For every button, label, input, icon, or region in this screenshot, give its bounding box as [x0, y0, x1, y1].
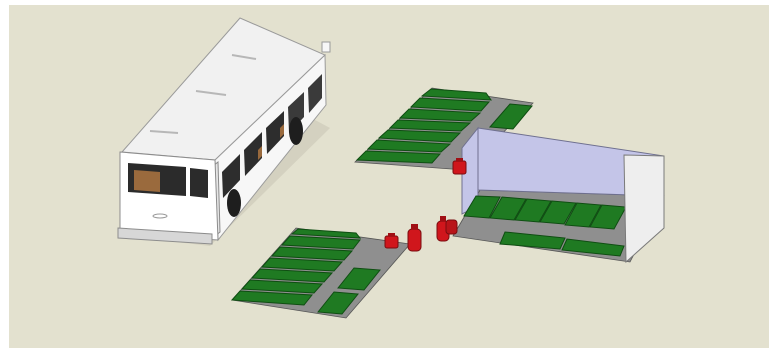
shed-end-wall	[623, 154, 665, 264]
panel	[564, 202, 602, 228]
front-side-window	[190, 168, 208, 198]
side-window	[308, 74, 322, 113]
panel	[270, 246, 354, 261]
panel	[337, 267, 381, 291]
rear-wheel	[289, 117, 303, 145]
panel	[561, 238, 625, 257]
gas-cylinder	[407, 224, 422, 252]
panel	[409, 97, 491, 112]
panel	[489, 196, 527, 221]
panel	[230, 290, 313, 306]
front-wheel	[227, 189, 241, 217]
panel	[377, 129, 462, 143]
shed-panels	[463, 195, 627, 257]
roof-vent	[149, 130, 179, 134]
panel	[317, 291, 359, 315]
seat	[258, 146, 262, 160]
gas-cylinders	[384, 158, 467, 252]
roof-vent	[231, 54, 257, 60]
panel	[290, 228, 362, 239]
panel	[280, 235, 361, 250]
container-shed	[452, 126, 665, 264]
panel	[388, 119, 472, 132]
panel	[488, 103, 533, 130]
side-window	[222, 154, 240, 198]
seat	[280, 124, 284, 138]
panel	[366, 139, 452, 153]
panel	[398, 108, 482, 122]
bumper	[117, 227, 213, 245]
shed-back-edge	[461, 126, 479, 215]
front-emblem	[152, 213, 168, 219]
gas-cylinder	[445, 219, 458, 235]
panel	[250, 268, 334, 283]
panel	[355, 150, 442, 164]
solar-panel-array-bottom	[230, 227, 411, 319]
side-window	[266, 111, 284, 154]
panel	[240, 279, 324, 294]
side-window	[244, 132, 262, 176]
gas-cylinder	[452, 158, 467, 175]
rear-mirror	[321, 41, 331, 53]
panel	[539, 200, 577, 225]
panel	[420, 88, 493, 101]
gas-cylinder	[384, 233, 399, 249]
bus	[117, 17, 331, 246]
panel	[514, 198, 552, 223]
panel	[499, 231, 566, 250]
panel-rows	[230, 228, 381, 315]
panel	[463, 195, 501, 219]
driver-seat	[134, 170, 160, 192]
roof-vent	[195, 90, 227, 96]
panel	[260, 257, 344, 272]
panel-rows-left	[355, 88, 493, 164]
solar-panel-array-top	[354, 87, 534, 171]
